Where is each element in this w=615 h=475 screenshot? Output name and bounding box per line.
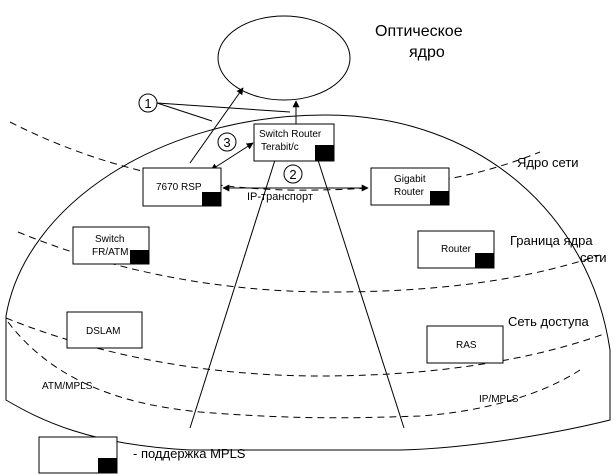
ras-box [426,325,504,364]
lower-boundary-line [7,321,581,419]
callout-1-leader-a [156,102,213,122]
zone-edge-label-line1: Граница ядра [510,233,593,248]
gigabit-router-line1: Gigabit [394,174,426,185]
rsp-mpls-marker [202,192,221,206]
gigabit-router-line2: Router [394,187,425,198]
legend-text: - поддержка MPLS [133,446,246,461]
zone-access-label: Сеть доступа [508,314,589,329]
switch-router-line1: Switch Router [259,129,322,140]
dslam-label: DSLAM [86,326,120,337]
dslam-box [66,311,143,349]
arrow-rsp-switch-bidirectional [210,142,254,171]
switch-fr-atm-mpls-marker [130,250,149,264]
optical-core-ellipse [217,15,351,101]
v-line-left [189,159,276,429]
callout-2-circle [283,164,303,184]
router-mpls-marker [475,253,494,268]
optical-core-label-line1: Оптическое [375,23,463,40]
ip-transport-label: IP-транспорт [247,191,313,203]
callout-1-number: 1 [144,96,151,111]
v-line-right [317,159,405,429]
network-dome-outline [5,114,611,451]
arrow-rsp-to-core [189,87,244,164]
zone-core-label: Ядро сети [517,155,579,170]
zone-edge-label-line2: сети [580,250,607,265]
edge-boundary-line [17,231,601,293]
access-boundary-line [5,317,605,377]
rsp-box [142,167,222,207]
optical-core-label-line2: ядро [409,44,445,61]
switch-router-mpls-marker [315,145,334,161]
switch-fr-atm-line1: Switch [95,234,124,245]
atm-mpls-label: ATM/MPLS [42,381,93,392]
callout-2-number: 2 [289,167,296,182]
router-label: Router [441,244,472,255]
ip-mpls-label: IP/MPLS [479,394,519,405]
switch-fr-atm-line2: FR/ATM [92,247,128,258]
callout-1-leader-b [156,102,291,113]
rsp-label: 7670 RSP [156,182,202,193]
ras-label: RAS [456,340,477,351]
switch-router-line2: Terabit/с [261,142,299,153]
callout-3-number: 3 [223,135,230,150]
gigabit-router-mpls-marker [430,191,449,205]
legend-mpls-marker [98,458,117,473]
